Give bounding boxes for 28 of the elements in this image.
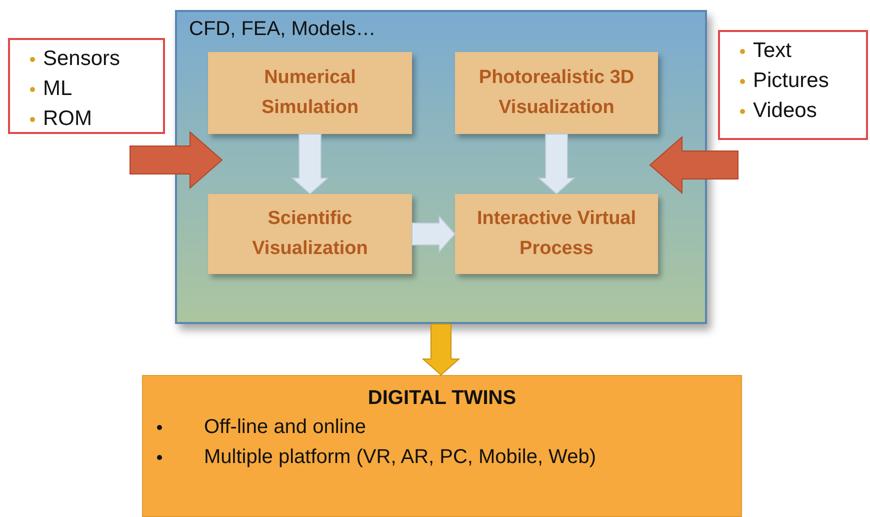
process-label: Numerical Simulation <box>260 66 360 120</box>
process-box <box>455 52 658 134</box>
input-list-box <box>718 30 868 140</box>
process-box <box>208 194 412 274</box>
process-label: Interactive Virtual Process <box>476 207 638 261</box>
process-label: Scientific Visualization <box>251 207 369 261</box>
list-item-text: Text <box>753 38 792 64</box>
block-arrow <box>130 130 223 190</box>
list-item-text: ROM <box>43 106 92 132</box>
block-arrow <box>422 324 460 376</box>
list-item-text: Pictures <box>753 68 829 94</box>
process-box <box>455 194 658 274</box>
result-box <box>142 375 742 517</box>
process-label: Photorealistic 3D Visualization <box>478 66 636 120</box>
list-item-text: ML <box>43 76 72 102</box>
list-item-text: Videos <box>753 98 817 124</box>
block-arrow <box>537 134 576 195</box>
block-arrow <box>412 214 456 254</box>
process-box <box>208 52 412 134</box>
list-item-text: Sensors <box>43 46 120 72</box>
result-heading: DIGITAL TWINS <box>368 386 516 411</box>
list-item-text: Off-line and online <box>204 415 366 440</box>
block-arrow <box>290 134 330 195</box>
group-title: CFD, FEA, Models… <box>189 17 376 42</box>
list-item-text: Multiple platform (VR, AR, PC, Mobile, Web) <box>204 445 596 470</box>
input-list-box <box>8 38 165 134</box>
block-arrow <box>649 136 738 194</box>
process-group-panel <box>175 10 707 324</box>
